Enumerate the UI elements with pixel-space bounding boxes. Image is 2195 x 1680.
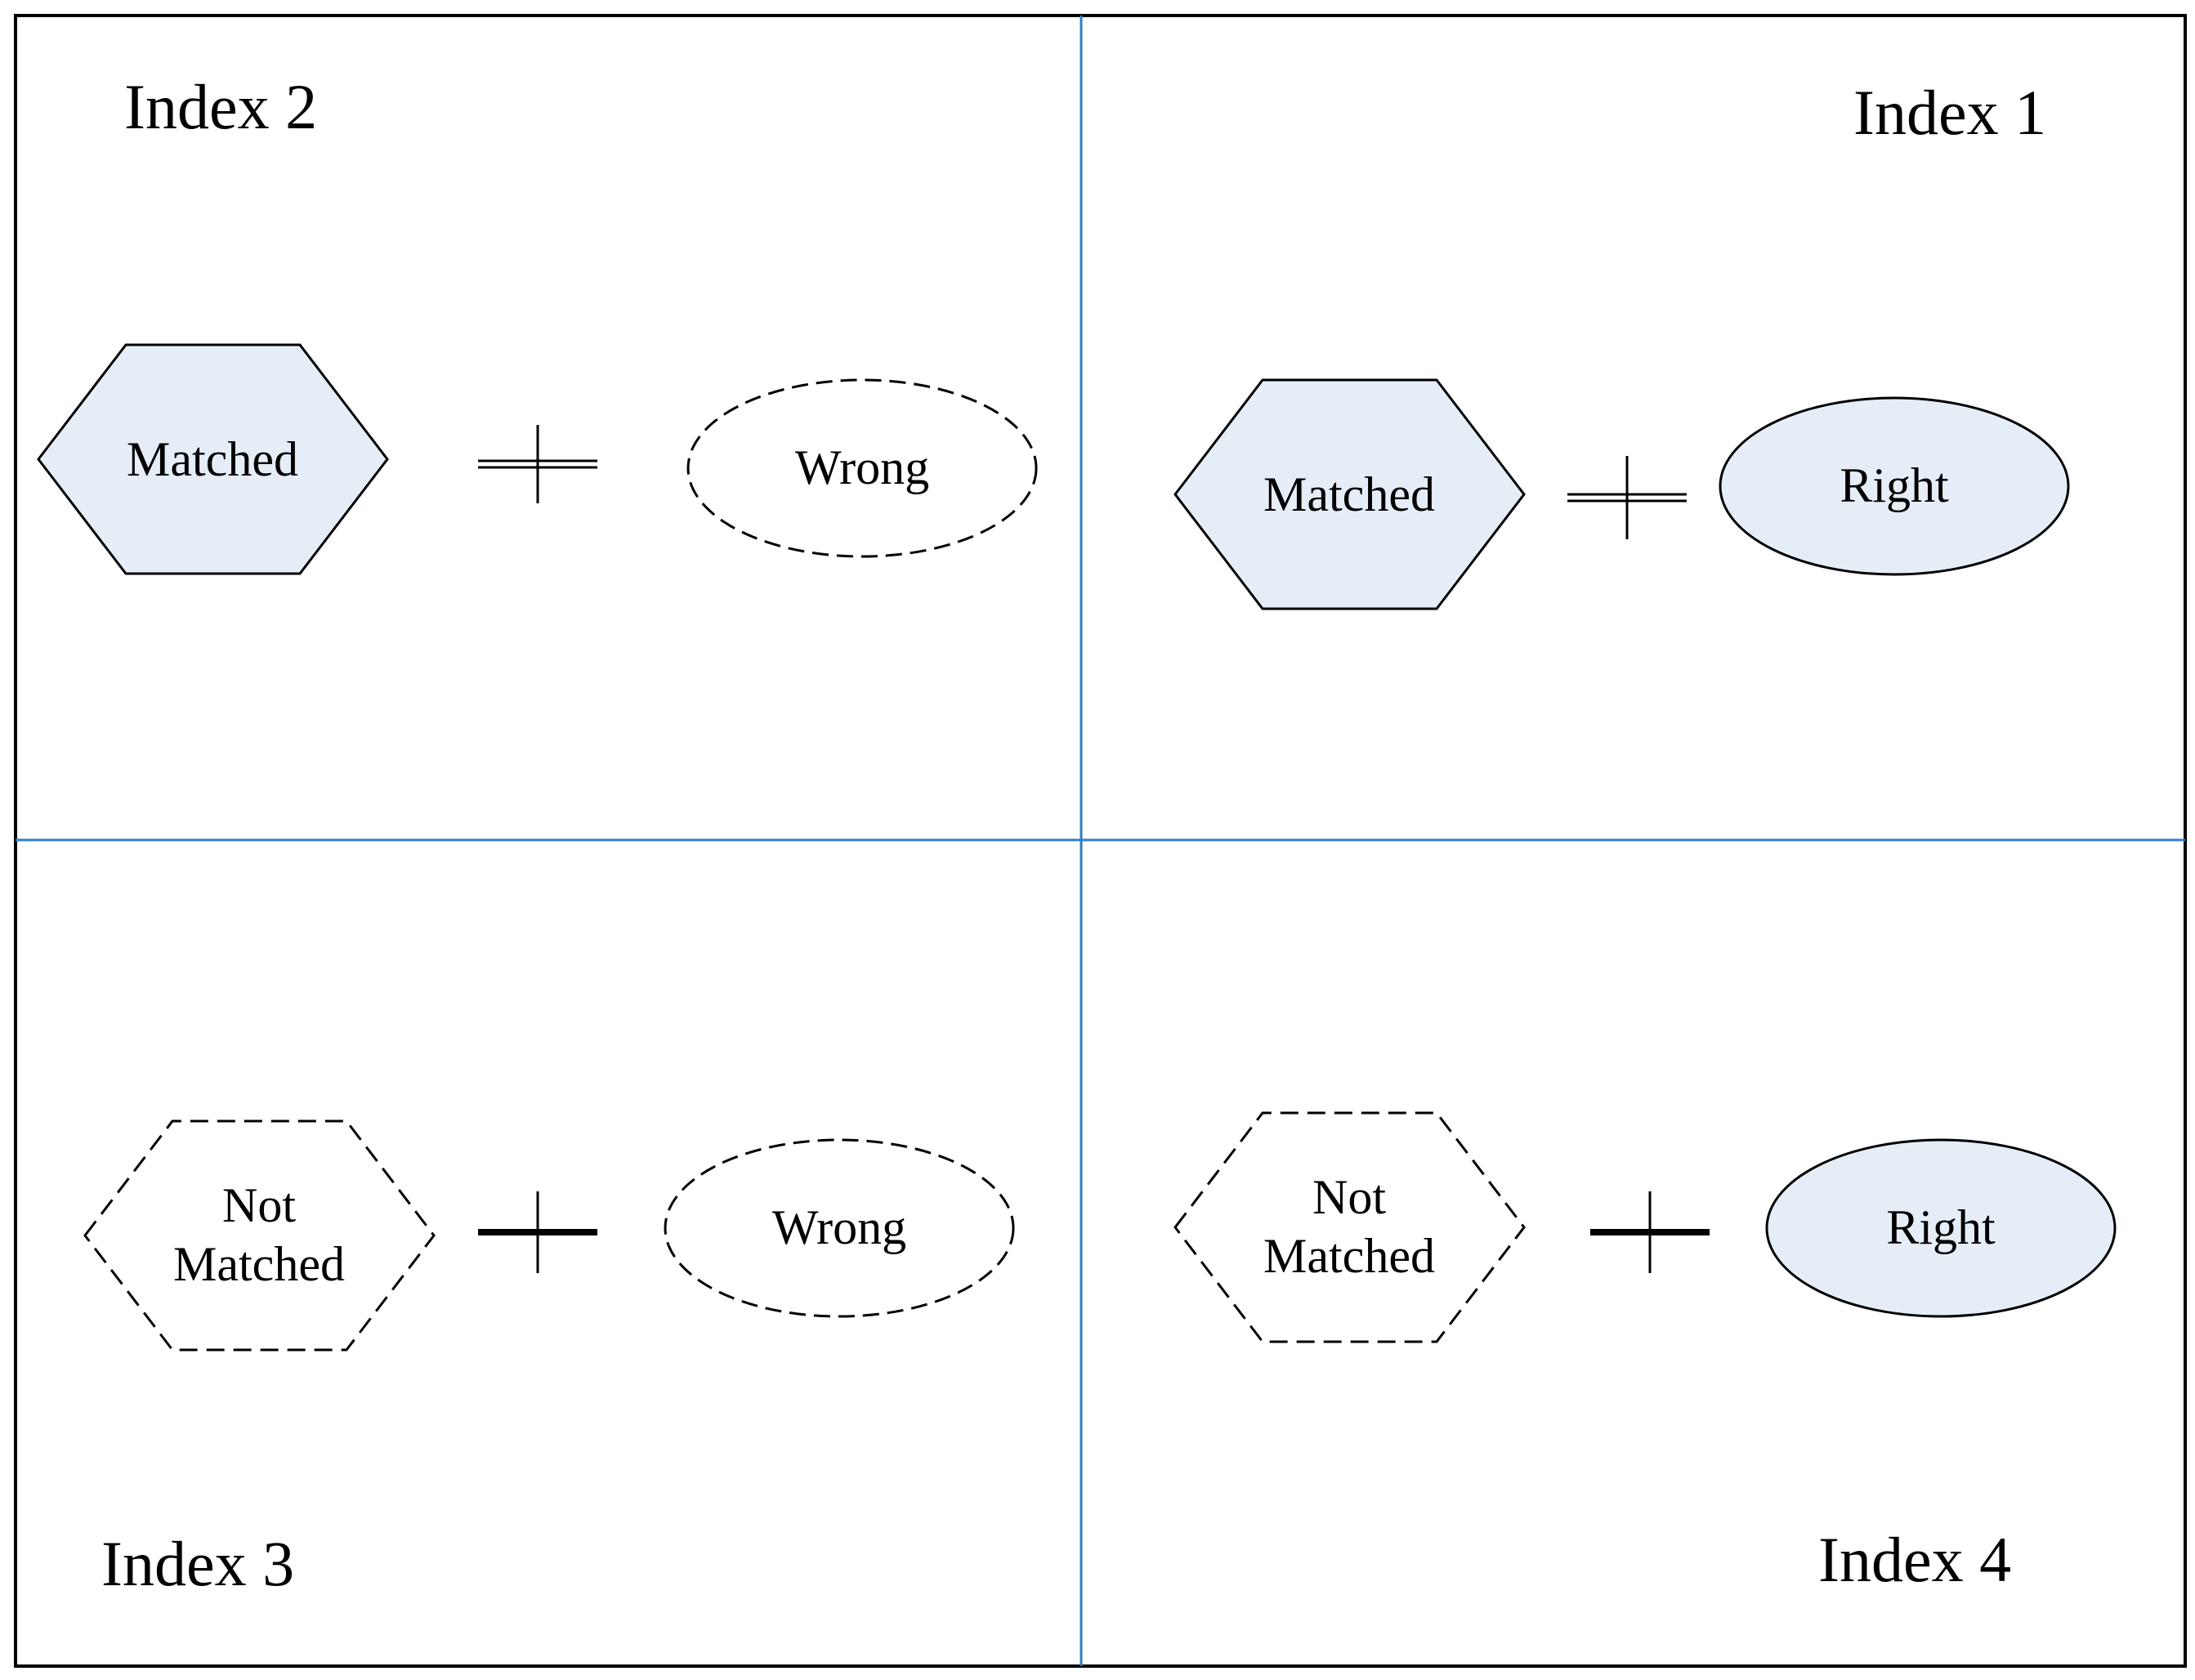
index-4-title: Index 4: [1818, 1524, 2011, 1595]
quadrant-index-3: Index 3 Not Matched Wrong: [83, 1119, 1015, 1599]
index-2-title: Index 2: [124, 71, 317, 142]
quadrant-index-4: Index 4 Not Matched Right: [1173, 1111, 2117, 1595]
bold-plus-connector: [1590, 1191, 1710, 1273]
quadrant-index-2: Index 2 Matched Wrong: [37, 71, 1038, 575]
double-plus-connector: [1567, 456, 1687, 539]
hexagon-label-line-2: Matched: [1263, 1229, 1435, 1283]
bold-plus-connector: [478, 1191, 597, 1273]
wrong-ellipse: [664, 1138, 1015, 1318]
right-ellipse: [1765, 1138, 2117, 1318]
index-1-title: Index 1: [1853, 77, 2046, 148]
matched-hexagon: [1173, 378, 1526, 610]
hexagon-label: Matched: [1263, 467, 1435, 521]
ellipse-label: Wrong: [795, 440, 929, 494]
ellipse-label: Wrong: [772, 1200, 906, 1254]
quadrant-index-1: Index 1 Matched Right: [1173, 77, 2070, 610]
index-3-title: Index 3: [101, 1528, 294, 1599]
hexagon-label-line-2: Matched: [173, 1237, 345, 1291]
double-plus-connector: [478, 425, 597, 503]
hexagon-label-line-1: Not: [1312, 1170, 1386, 1224]
not-matched-hexagon: [83, 1119, 436, 1352]
not-matched-hexagon: [1173, 1111, 1526, 1343]
matched-hexagon: [37, 343, 389, 575]
ellipse-label: Right: [1886, 1200, 1996, 1254]
hexagon-label-line-1: Not: [222, 1178, 296, 1232]
ellipse-label: Right: [1840, 458, 1949, 512]
right-ellipse: [1719, 396, 2070, 576]
hexagon-label: Matched: [127, 432, 298, 486]
wrong-ellipse: [686, 378, 1038, 558]
